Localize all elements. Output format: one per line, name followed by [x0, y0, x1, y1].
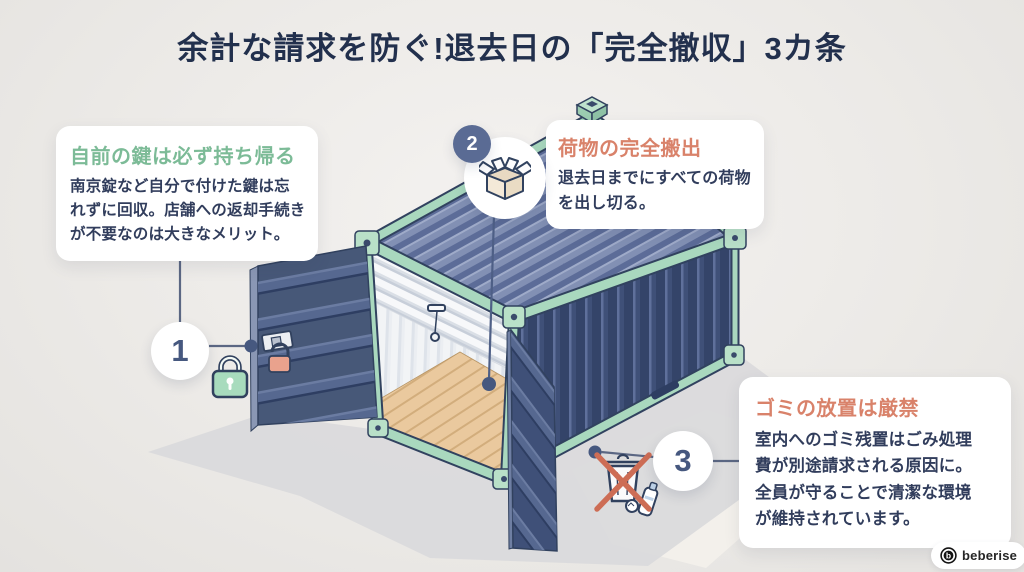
step-1-heading: 自前の鍵は必ず持ち帰る [70, 146, 296, 168]
door-padlock-icon [268, 342, 291, 373]
connector-1 [178, 253, 258, 353]
open-box-icon [479, 157, 531, 200]
step-1-number-badge: 1 [151, 322, 209, 380]
step-2-number-badge: 2 [453, 125, 491, 163]
step-1-body: 南京錠など自分で付けた鍵は忘 れずに回収。店舗への返却手続き が不要なのは大きな… [70, 178, 306, 244]
padlock-icon [211, 355, 249, 399]
step-2-body: 退去日までにすべての荷物 を出し切る。 [558, 170, 751, 212]
brand-logo-letter: b [946, 550, 951, 560]
step-card-3: ゴミの放置は厳禁 室内へのゴミ残置はごみ処理 費が別途請求される原因に。 全員が… [739, 377, 1011, 548]
brand-logo-icon: b [940, 547, 957, 564]
brand-logo: b beberise [931, 542, 1024, 569]
step-3-heading: ゴミの放置は厳禁 [755, 398, 919, 420]
page-title: 余計な請求を防ぐ!退去日の「完全撤収」3カ条 [177, 31, 847, 66]
step-card-2: 荷物の完全搬出 退去日までにすべての荷物 を出し切る。 [546, 120, 764, 229]
connector-2 [482, 214, 496, 391]
no-trash-icon [594, 452, 659, 517]
step-3-body: 室内へのゴミ残置はごみ処理 費が別途請求される原因に。 全員が守ることで清潔な環… [755, 431, 973, 529]
left-door [249, 245, 378, 433]
shutter-pull-handle [427, 304, 446, 342]
step-card-1: 自前の鍵は必ず持ち帰る 南京錠など自分で付けた鍵は忘 れずに回収。店舗への返却手… [56, 126, 318, 262]
step-3-number-badge: 3 [653, 431, 713, 491]
right-door [506, 327, 558, 552]
crumpled-paper [625, 499, 639, 513]
brand-logo-text: beberise [962, 548, 1018, 563]
side-rail-vent [650, 380, 680, 400]
bottle [637, 481, 659, 517]
step-2-heading: 荷物の完全搬出 [558, 138, 702, 160]
